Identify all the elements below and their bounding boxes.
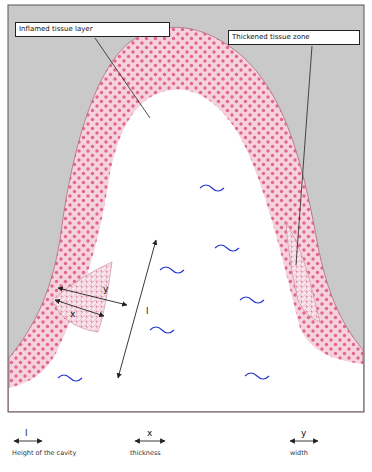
legend-text: width — [290, 449, 360, 457]
dimension-symbol: y — [103, 284, 108, 294]
thickened-patch — [286, 222, 320, 322]
legend-entry: thickness — [130, 449, 210, 457]
callout-text: Inflamed tissue layer — [19, 25, 166, 34]
legend-text: thickness — [130, 449, 210, 457]
legend-entry: Height of the cavity — [12, 449, 82, 457]
callout-box: Inflamed tissue layer — [15, 22, 170, 37]
dimension-symbol: x — [147, 428, 152, 438]
legend-text: Height of the cavity — [12, 449, 82, 457]
fluid-waves — [58, 185, 269, 381]
dimension-arrows — [14, 240, 318, 441]
dimension-symbol: l — [25, 428, 28, 438]
leader-lines — [95, 38, 312, 265]
callout-box: Thickened tissue zone — [228, 30, 360, 45]
dimension-symbol: x — [70, 309, 75, 319]
callout-text: Thickened tissue zone — [232, 33, 356, 42]
legend-entry: width — [290, 449, 360, 457]
background-frame — [8, 5, 364, 412]
dimension-symbol: y — [301, 428, 306, 438]
fluid-cavity — [9, 89, 363, 411]
dimension-symbol: l — [146, 306, 149, 316]
thickened-patch — [52, 262, 112, 332]
tissue-wall — [9, 27, 363, 411]
